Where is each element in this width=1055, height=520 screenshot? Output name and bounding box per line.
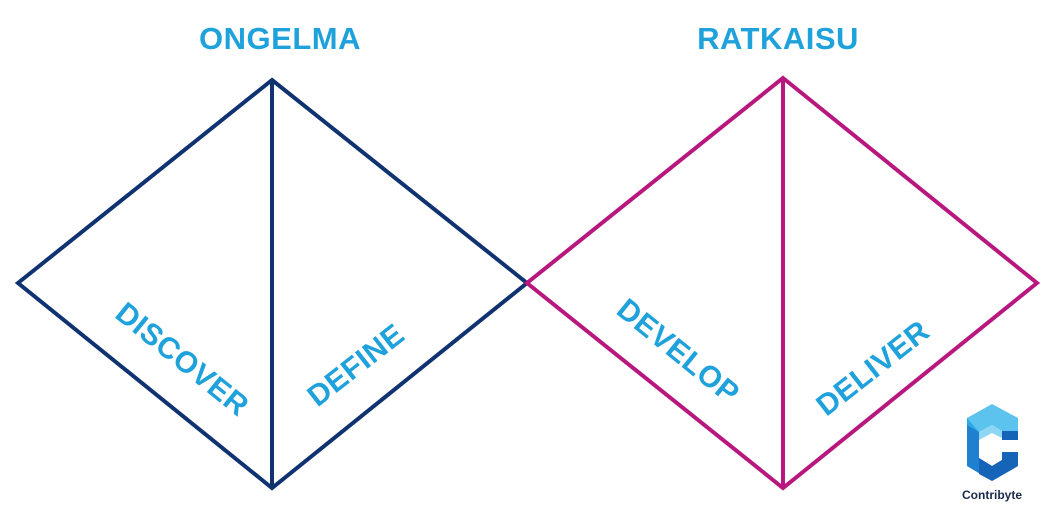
phase-develop: DEVELOP: [611, 293, 746, 411]
title-problem: ONGELMA: [199, 21, 361, 56]
phase-define: DEFINE: [301, 318, 410, 414]
title-solution: RATKAISU: [697, 21, 859, 56]
phase-deliver: DELIVER: [810, 314, 936, 422]
left-diamond: [14, 77, 531, 491]
contribyte-logo-icon: [967, 404, 1018, 481]
contribyte-logo: Contribyte: [962, 404, 1022, 502]
right-diamond: [523, 75, 1041, 491]
phase-discover: DISCOVER: [109, 296, 255, 423]
contribyte-logo-text: Contribyte: [962, 488, 1022, 502]
